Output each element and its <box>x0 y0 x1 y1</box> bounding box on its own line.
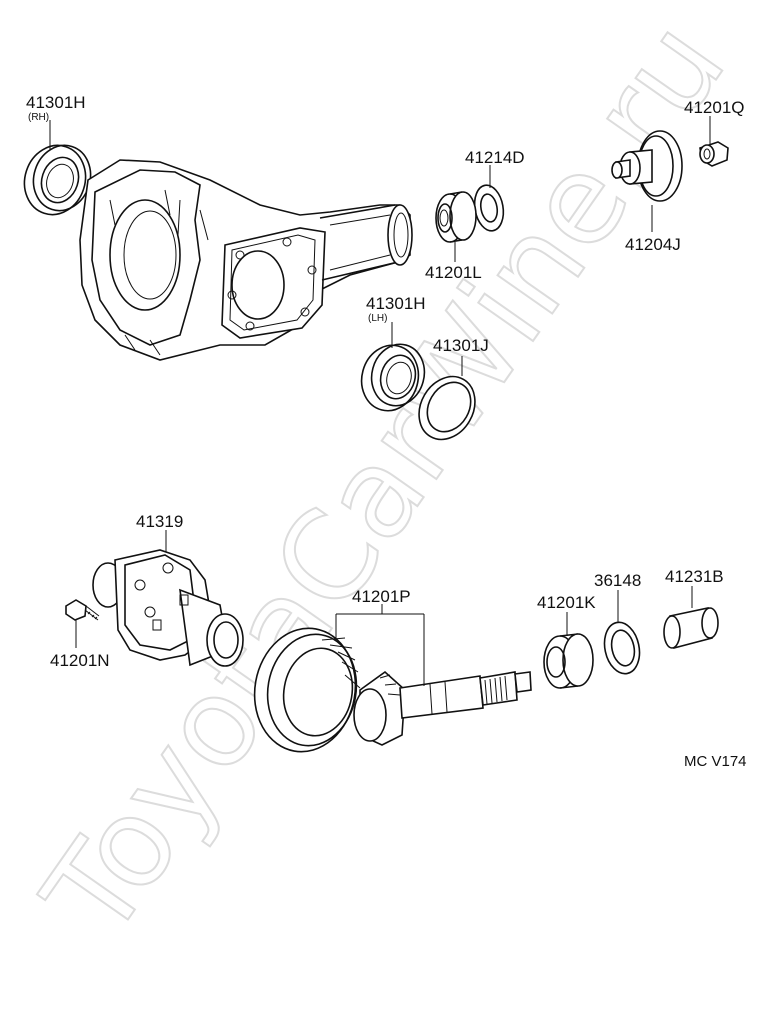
label-41204j: 41204J <box>625 235 681 254</box>
label-41201l: 41201L <box>425 263 482 282</box>
label-41201k: 41201K <box>537 593 596 612</box>
label-41301h-lh: 41301H <box>366 294 426 313</box>
label-41301j: 41301J <box>433 336 489 355</box>
leader-lines <box>49 116 711 648</box>
label-41319: 41319 <box>136 512 183 531</box>
oil-seal-rh-drawing <box>23 144 92 216</box>
label-41201n: 41201N <box>50 651 110 670</box>
ring-gear-drive-pinion-41201p-drawing <box>253 627 532 753</box>
label-41214d: 41214D <box>465 148 525 167</box>
leader-41201p <box>335 604 425 686</box>
differential-case-41319-drawing <box>92 549 244 667</box>
companion-flange-41204j-drawing <box>611 130 683 202</box>
label-41201q: 41201Q <box>684 98 745 117</box>
bearing-41201k-drawing <box>543 633 594 689</box>
label-36148: 36148 <box>594 571 641 590</box>
label-41201p: 41201P <box>352 587 411 606</box>
oil-seal-lh-drawing <box>360 343 426 412</box>
note-rh: (RH) <box>28 112 49 123</box>
spacer-41231b-drawing <box>663 607 719 650</box>
bolt-41201n-drawing <box>65 599 100 621</box>
label-41231b: 41231B <box>665 567 724 586</box>
note-lh: (LH) <box>368 313 387 324</box>
nut-41201q-drawing <box>699 141 729 167</box>
shim-41214d-drawing <box>473 184 505 232</box>
differential-carrier-housing-drawing <box>79 159 413 361</box>
bearing-41201l-drawing <box>435 191 477 243</box>
washer-41301j-drawing <box>418 375 476 441</box>
label-41301h-rh: 41301H <box>26 93 86 112</box>
spacer-36148-drawing <box>603 621 641 675</box>
diagram-code: MC V174 <box>684 753 747 770</box>
